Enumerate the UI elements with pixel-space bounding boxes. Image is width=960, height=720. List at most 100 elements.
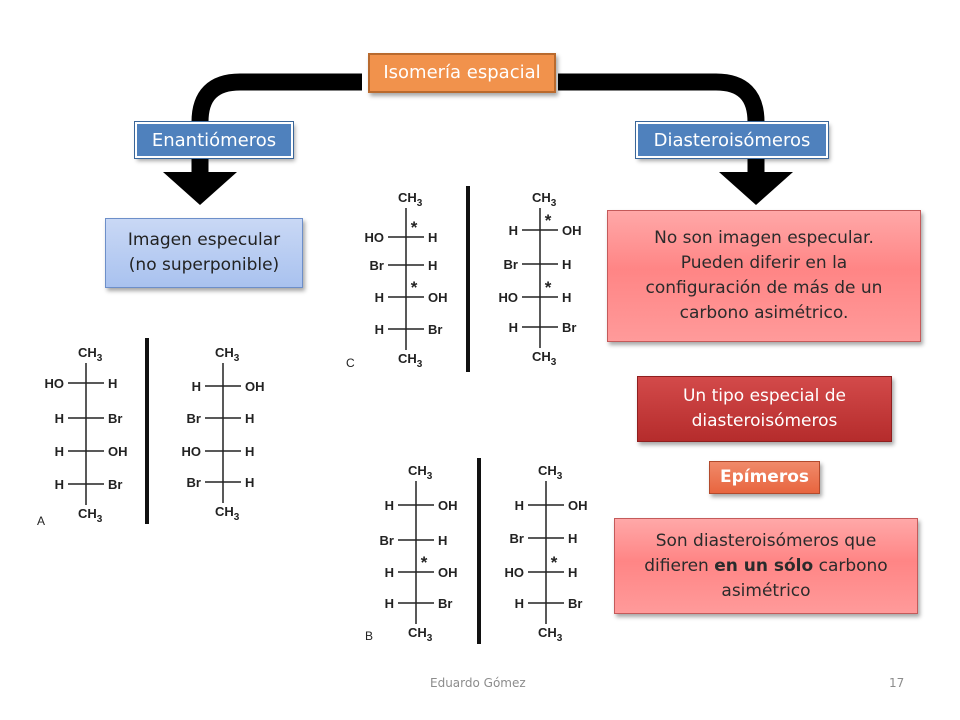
left-substituent: Br (510, 531, 524, 546)
epimers-desc-line2a: difieren (644, 555, 715, 576)
right-substituent: H (568, 531, 577, 546)
right-substituent: OH (438, 498, 458, 513)
chiral-asterisk: * (545, 211, 552, 230)
right-substituent: H (568, 565, 577, 580)
left-connector (191, 73, 362, 175)
not-mirror-line1: No son imagen especular. (654, 228, 874, 248)
right-substituent: Br (108, 477, 122, 492)
top-group: CH3 (78, 345, 103, 364)
left-substituent: H (55, 477, 64, 492)
right-substituent: OH (438, 565, 458, 580)
left-substituent: Br (187, 475, 201, 490)
not-mirror-box: No son imagen especular. Pueden diferir … (607, 210, 921, 342)
epimers-desc-line3: asimétrico (721, 580, 811, 601)
left-substituent: H (385, 596, 394, 611)
footer-page-number: 17 (889, 676, 905, 690)
special-type-box: Un tipo especial de diasteroisómeros (637, 376, 892, 442)
bottom-group: CH3 (215, 504, 240, 523)
special-type-line1: Un tipo especial de (682, 386, 847, 406)
enantiomers-box: Enantiómeros (134, 121, 294, 159)
left-substituent: H (515, 498, 524, 513)
top-group: CH3 (215, 345, 240, 364)
right-substituent: H (562, 257, 571, 272)
bottom-group: CH3 (398, 351, 423, 370)
left-substituent: H (515, 596, 524, 611)
epimers-desc-emphasis: en un sólo (714, 555, 814, 576)
panel-label-a: A (37, 514, 45, 528)
chiral-asterisk: * (551, 553, 558, 572)
left-substituent: H (55, 411, 64, 426)
right-substituent: Br (108, 411, 122, 426)
right-substituent: H (428, 230, 437, 245)
not-mirror-line4: carbono asimétrico. (679, 303, 849, 323)
right-substituent: H (245, 444, 254, 459)
right-substituent: OH (568, 498, 588, 513)
left-substituent: HO (182, 444, 202, 459)
left-substituent: H (385, 498, 394, 513)
epimers-box: Epímeros (709, 461, 820, 494)
left-substituent: Br (187, 411, 201, 426)
mirror-image-box: Imagen especular (no superponible) (105, 218, 303, 288)
right-arrowhead (719, 172, 793, 205)
not-mirror-line3: configuración de más de un (645, 278, 883, 298)
left-substituent: Br (504, 257, 518, 272)
left-substituent: Br (370, 258, 384, 273)
left-substituent: H (375, 290, 384, 305)
diastereomers-box: Diasteroisómeros (635, 121, 829, 159)
epimers-desc-box: Son diasteroisómeros que difieren en un … (614, 518, 918, 614)
epimers-desc-line1: Son diasteroisómeros que (655, 530, 877, 551)
bottom-group: CH3 (78, 506, 103, 525)
left-substituent: H (509, 223, 518, 238)
epimers-desc-line2: difieren en un sólo carbono (644, 554, 887, 579)
right-substituent: H (108, 376, 117, 391)
left-substituent: H (55, 444, 64, 459)
right-substituent: Br (438, 596, 452, 611)
right-substituent: OH (245, 379, 265, 394)
right-substituent: OH (562, 223, 582, 238)
chiral-asterisk: * (411, 278, 418, 297)
left-substituent: H (192, 379, 201, 394)
top-group: CH3 (408, 463, 433, 482)
right-substituent: OH (108, 444, 128, 459)
right-substituent: H (245, 475, 254, 490)
right-substituent: Br (428, 322, 442, 337)
mirror-image-line1: Imagen especular (127, 230, 281, 250)
top-group: CH3 (398, 190, 423, 209)
not-mirror-line2: Pueden diferir en la (680, 253, 848, 273)
right-substituent: H (428, 258, 437, 273)
right-substituent: H (245, 411, 254, 426)
footer-author: Eduardo Gómez (430, 676, 526, 690)
title-box: Isomería espacial (368, 53, 556, 93)
right-substituent: OH (428, 290, 448, 305)
left-substituent: H (375, 322, 384, 337)
left-substituent: HO (499, 290, 519, 305)
bottom-group: CH3 (408, 625, 433, 644)
left-substituent: Br (380, 533, 394, 548)
left-substituent: HO (365, 230, 385, 245)
chiral-asterisk: * (411, 218, 418, 237)
panel-label-b: B (365, 629, 373, 643)
top-group: CH3 (538, 463, 563, 482)
bottom-group: CH3 (532, 349, 557, 368)
top-group: CH3 (532, 190, 557, 209)
epimers-desc-line2c: carbono (813, 555, 888, 576)
mirror-image-line2: (no superponible) (128, 255, 280, 275)
chiral-asterisk: * (545, 278, 552, 297)
left-substituent: HO (505, 565, 525, 580)
special-type-line2: diasteroisómeros (691, 411, 838, 431)
right-substituent: H (562, 290, 571, 305)
left-arrowhead (163, 172, 237, 205)
right-substituent: Br (562, 320, 576, 335)
panel-label-c: C (346, 356, 355, 370)
chiral-asterisk: * (421, 553, 428, 572)
left-substituent: H (385, 565, 394, 580)
right-substituent: Br (568, 596, 582, 611)
